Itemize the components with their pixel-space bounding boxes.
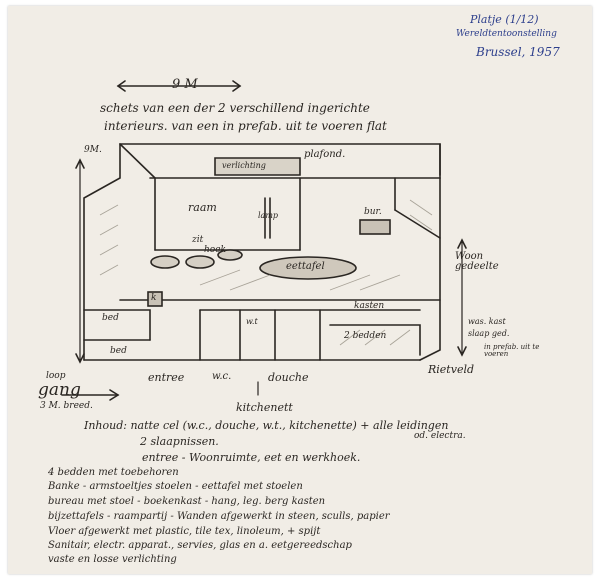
label-slaapged: slaap ged. — [468, 329, 510, 338]
label-zit: zit — [192, 235, 204, 245]
label-verlichting: verlichting — [222, 161, 266, 170]
margin-note-line-2: Wereldtentoonstelling — [456, 29, 557, 39]
label-bureau: bur. — [364, 207, 382, 217]
label-eettafel: eettafel — [286, 261, 325, 272]
inhoud-line-4: 4 bedden met toebehoren — [48, 467, 179, 478]
caption-line-2: interieurs. van een in prefab. uit te vo… — [104, 119, 387, 133]
inhoud-line-6: bureau met stoel - boekenkast - hang, le… — [48, 496, 326, 507]
caption-line-1: schets van een der 2 verschillend ingeri… — [100, 101, 370, 115]
inhoud-line-7: bijzettafels - raampartij - Wanden afgew… — [48, 511, 390, 522]
dimension-arrow-right — [232, 80, 242, 92]
label-hoek: hoek — [204, 245, 226, 255]
inhoud-line-9: Sanitair, electr. apparat., servies, gla… — [48, 540, 352, 551]
label-kasten: kasten — [354, 301, 385, 311]
label-raam: raam — [188, 201, 217, 214]
label-twee-bedden: 2 bedden — [344, 331, 387, 341]
inhoud-line-1b: od. electra. — [414, 431, 466, 441]
label-loop: loop — [46, 371, 66, 381]
label-gang: gang — [38, 380, 81, 400]
label-wt: w.t — [246, 317, 258, 326]
inhoud-line-1: Inhoud: natte cel (w.c., douche, w.t., k… — [84, 419, 449, 432]
inhoud-line-3: entree - Woonruimte, eet en werkhoek. — [142, 451, 361, 464]
label-waskast: was. kast — [468, 317, 506, 326]
label-lamp: lamp — [258, 211, 279, 220]
label-kitchenette: kitchenett — [236, 401, 293, 414]
label-douche: douche — [268, 371, 309, 384]
label-entree: entree — [148, 371, 185, 384]
label-bed-upper: bed — [102, 313, 119, 323]
label-gang-width: 3 M. breed. — [40, 401, 93, 411]
paper-sheet — [8, 6, 592, 574]
label-prefab-note: in prefab. uit te voeren — [484, 343, 540, 358]
label-k: k — [151, 293, 157, 303]
label-woongedeelte: Woon gedeelte — [455, 251, 499, 272]
height-mark-label: 9M. — [84, 145, 102, 155]
inhoud-line-5: Banke - armstoeltjes stoelen - eettafel … — [48, 481, 303, 492]
label-wc: w.c. — [212, 371, 232, 382]
label-plafond: plafond. — [304, 149, 346, 160]
signature: Rietveld — [428, 363, 475, 376]
inhoud-line-10: vaste en losse verlichting — [48, 554, 177, 565]
inhoud-line-2: 2 slaapnissen. — [140, 435, 219, 448]
dimension-label: 9 M — [172, 77, 198, 92]
margin-note-line-1: Platje (1/12) — [470, 13, 539, 26]
inhoud-line-8: Vloer afgewerkt met plastic, tile tex, l… — [48, 526, 321, 537]
label-bed-lower: bed — [110, 346, 127, 356]
margin-note-line-3: Brussel, 1957 — [476, 45, 560, 59]
dimension-arrow-left — [116, 80, 126, 92]
